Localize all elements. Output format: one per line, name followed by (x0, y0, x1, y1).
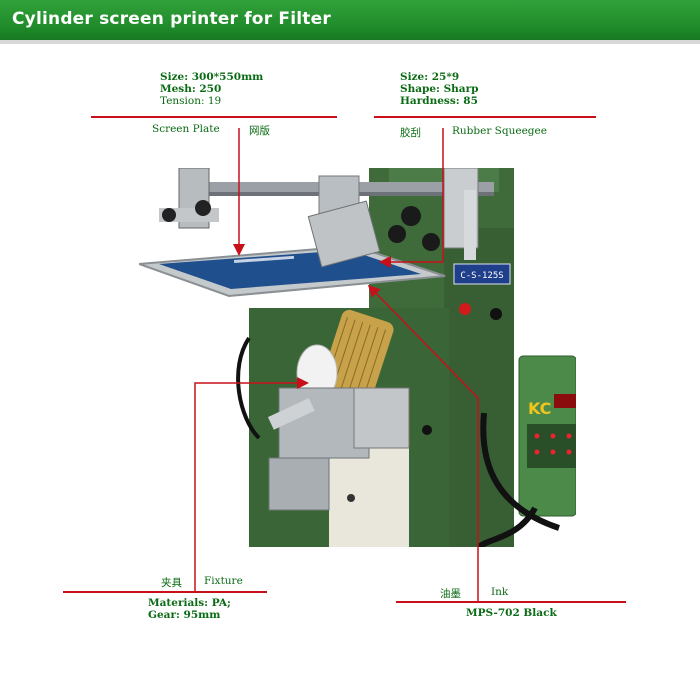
fixture-label-cn: 夹具 (161, 577, 182, 589)
power-button (459, 303, 471, 315)
screen-plate-label-cn: 网版 (249, 125, 270, 137)
control-knob (490, 308, 502, 320)
ink-label: Ink (491, 586, 509, 598)
screen-plate-label: Screen Plate (152, 123, 220, 135)
screen-plate-mesh: Mesh: 250 (160, 83, 222, 95)
squeegee-size: Size: 25*9 (400, 71, 460, 83)
screen-plate-size: Size: 300*550mm (160, 71, 264, 83)
title-bar: Cylinder screen printer for Filter (0, 0, 700, 40)
squeegee-shape: Shape: Sharp (400, 83, 479, 95)
ink-rule (396, 601, 626, 603)
ink-type: MPS-702 Black (466, 607, 557, 619)
machine-photo: C-S-125S KC (139, 168, 576, 547)
ink-label-cn: 油墨 (440, 588, 461, 600)
squeegee-rule (374, 116, 596, 118)
fixture-materials: Materials: PA; (148, 597, 231, 609)
fixture-gear: Gear: 95mm (148, 609, 221, 621)
screen-plate-rule (91, 116, 337, 118)
squeegee-label-cn: 胶刮 (400, 127, 421, 139)
squeegee-label: Rubber Squeegee (452, 125, 547, 137)
model-plate-label: C-S-125S (460, 271, 503, 281)
fixture-rule (63, 591, 267, 593)
title-bar-divider (0, 40, 700, 44)
fixture-label: Fixture (204, 575, 243, 587)
page-title: Cylinder screen printer for Filter (12, 9, 331, 29)
squeegee-hardness: Hardness: 85 (400, 95, 478, 107)
screen-plate-tension: Tension: 19 (160, 95, 222, 107)
controller-brand: KC (528, 399, 551, 418)
